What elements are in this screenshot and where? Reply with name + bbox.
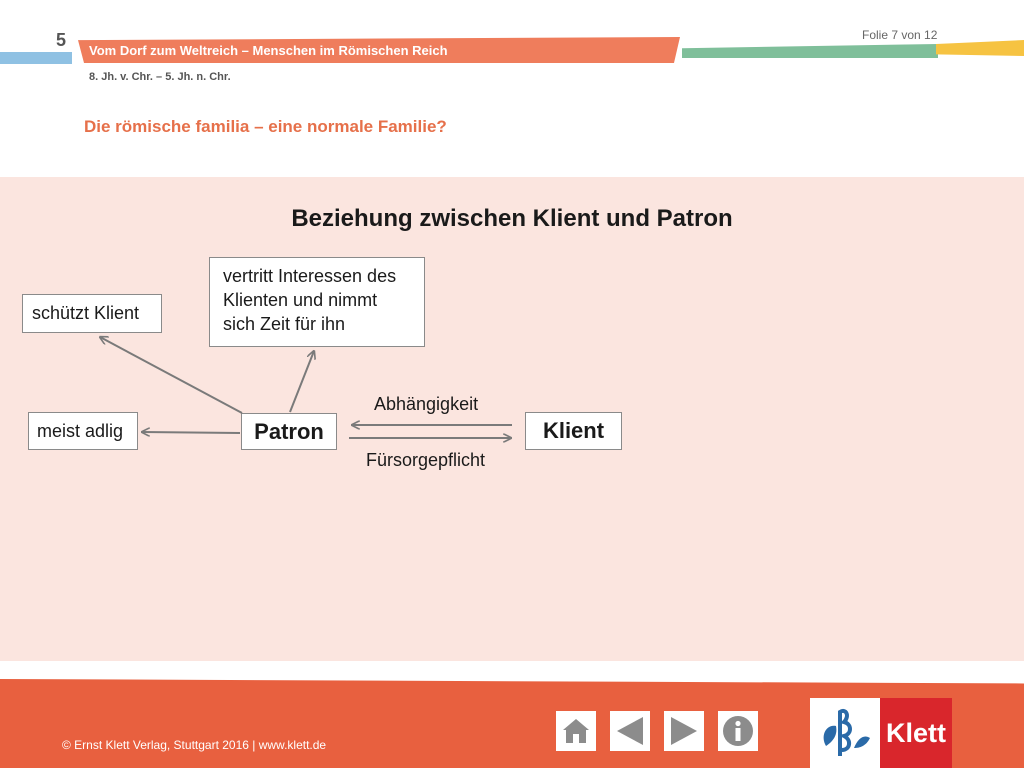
- header-stripe-yellow: [936, 40, 1024, 56]
- previous-slide-button[interactable]: [610, 711, 650, 751]
- info-button[interactable]: [718, 711, 758, 751]
- arrow-left-icon: [617, 717, 643, 745]
- klett-emblem-icon: [823, 709, 870, 756]
- box-protects-client-text: schützt Klient: [32, 303, 140, 323]
- next-slide-button[interactable]: [664, 711, 704, 751]
- diagram-title: Beziehung zwischen Klient und Patron: [291, 205, 733, 232]
- box-client-text: Klient: [542, 418, 605, 443]
- chapter-number: 5: [56, 30, 67, 50]
- header-band: [78, 37, 680, 63]
- box-interests-line-1: vertritt Interessen des: [223, 266, 397, 286]
- box-protects-client: schützt Klient: [22, 294, 162, 333]
- info-icon: [723, 716, 753, 746]
- klett-logo-text: Klett: [886, 717, 946, 748]
- time-period: 8. Jh. v. Chr. – 5. Jh. n. Chr.: [89, 71, 231, 83]
- box-client: Klient: [525, 412, 622, 450]
- slide-counter: Folie 7 von 12: [862, 28, 938, 42]
- chapter-title: Vom Dorf zum Weltreich – Menschen im Röm…: [89, 43, 448, 58]
- box-patron: Patron: [241, 413, 337, 450]
- content-area: [0, 177, 1024, 661]
- label-care-duty: Fürsorgepflicht: [366, 450, 486, 470]
- box-interests-line-3: sich Zeit für ihn: [223, 314, 346, 334]
- home-button[interactable]: [556, 711, 596, 751]
- box-represents-interests: vertritt Interessen des Klienten und nim…: [209, 257, 425, 347]
- box-mostly-noble: meist adlig: [28, 412, 138, 450]
- box-mostly-noble-text: meist adlig: [37, 420, 124, 441]
- header-stripe-blue: [0, 52, 72, 64]
- home-icon: [563, 719, 589, 743]
- slide-subtitle: Die römische familia – eine normale Fami…: [84, 117, 447, 136]
- box-interests-line-2: Klienten und nimmt: [223, 290, 378, 310]
- klett-logo-mark: [810, 698, 882, 768]
- copyright: © Ernst Klett Verlag, Stuttgart 2016 | w…: [62, 738, 327, 752]
- arrow-right-icon: [671, 717, 697, 745]
- header-stripe-green: [682, 44, 938, 58]
- label-dependency: Abhängigkeit: [374, 394, 479, 414]
- box-patron-text: Patron: [254, 418, 324, 444]
- klett-logo: Klett: [880, 698, 952, 768]
